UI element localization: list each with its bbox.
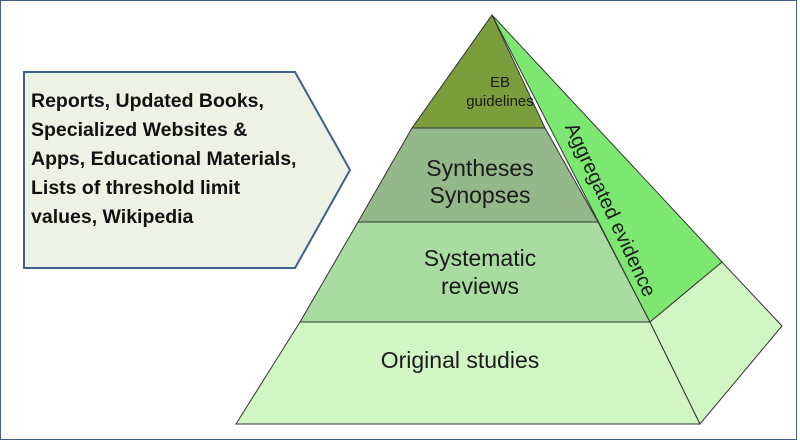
tier-label-original-studies: Original studies [330, 346, 590, 374]
callout-arrow-box [23, 71, 352, 269]
tier-label-line: Synopses [429, 182, 531, 208]
tier-label-syntheses-synopses: Syntheses Synopses [400, 155, 560, 209]
callout-text: Reports, Updated Books, Specialized Webs… [31, 87, 331, 232]
tier-label-line: Systematic [423, 245, 537, 271]
side-face-base [649, 261, 783, 425]
tier-label-line: EB [489, 74, 510, 91]
callout-line: values, Wikipedia [31, 206, 194, 228]
tier-label-line: guidelines [466, 93, 534, 110]
callout-line: Apps, Educational Materials, [31, 148, 297, 170]
tier-label-eb-guidelines: EB guidelines [440, 73, 560, 111]
tier-label-line: Original studies [380, 347, 540, 373]
tier-label-line: reviews [441, 273, 519, 299]
tier-label-systematic-reviews: Systematic reviews [380, 244, 580, 300]
callout-line: Specialized Websites & [31, 119, 248, 141]
callout-line: Reports, Updated Books, [31, 90, 264, 112]
tier-label-line: Syntheses [426, 155, 534, 181]
callout-line: Lists of threshold limit [31, 177, 241, 199]
